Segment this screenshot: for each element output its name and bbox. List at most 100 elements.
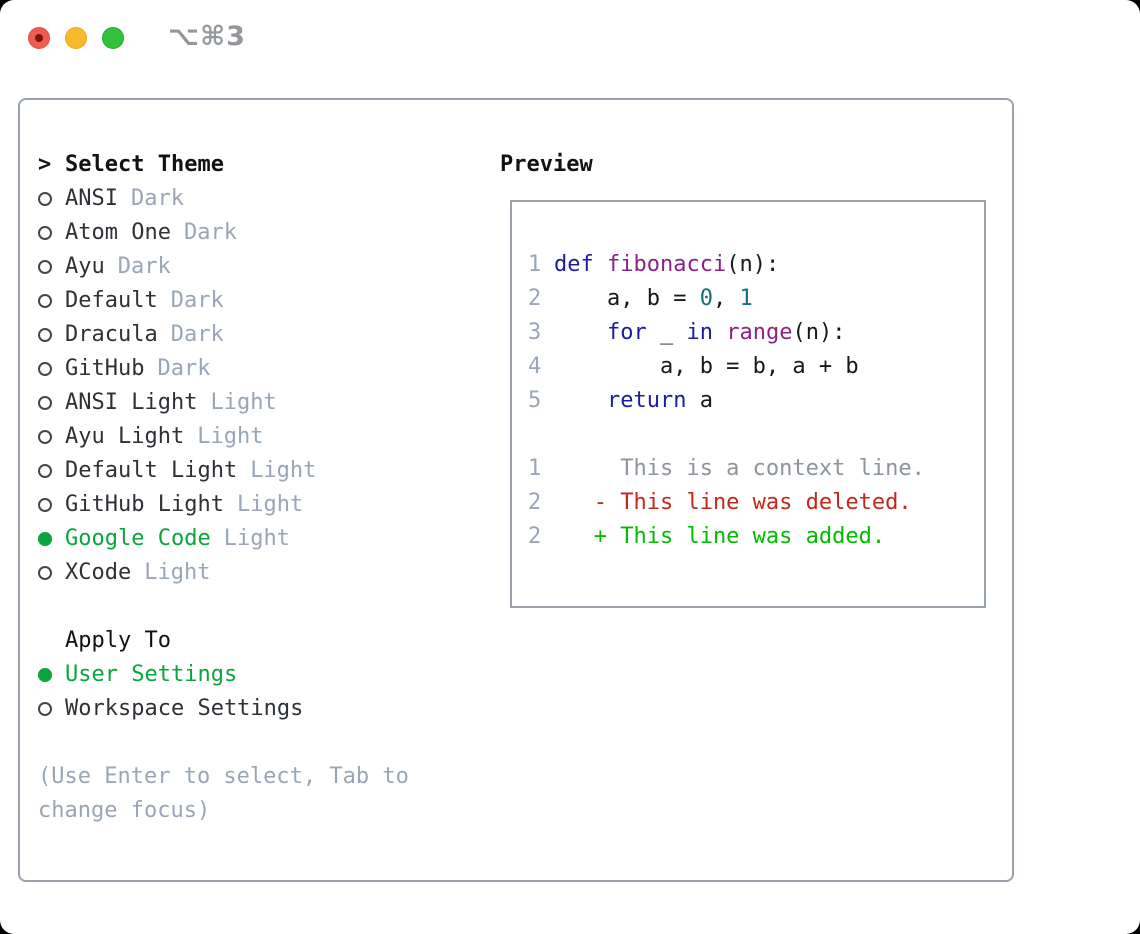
option-label: GitHub Light — [65, 492, 224, 517]
apply-to-title: Apply To — [65, 628, 171, 653]
line-number: 3 — [528, 320, 542, 345]
line-number: 2 — [528, 490, 542, 515]
option-label: Atom One — [65, 220, 171, 245]
code-token-pln — [554, 320, 607, 345]
code-token-pln: _ — [646, 320, 687, 345]
code-token-pln — [554, 388, 607, 413]
option-variant-label: Dark — [117, 254, 171, 279]
apply-option[interactable]: User Settings — [38, 658, 409, 692]
radio-unselected-icon — [38, 488, 65, 522]
radio-selected-icon — [38, 658, 65, 692]
line-number: 2 — [528, 286, 542, 311]
radio-unselected-icon — [38, 352, 65, 386]
code-token-ctx: This is a context line. — [554, 456, 925, 481]
code-token-kwd: return — [606, 388, 687, 413]
option-variant-label: Dark — [130, 186, 184, 211]
code-token-pln — [594, 252, 607, 277]
radio-unselected-icon — [38, 182, 65, 216]
code-token-pln: (n): — [792, 320, 846, 345]
window-title: ⌥⌘3 — [168, 21, 246, 52]
option-variant-label: Light — [250, 458, 317, 483]
option-label: Google Code — [65, 526, 211, 551]
option-variant-label: Light — [236, 492, 304, 517]
radio-unselected-icon — [38, 692, 65, 726]
option-variant-label: Dark — [157, 356, 211, 381]
code-token-pln: a, b = — [554, 286, 700, 311]
option-variant-label: Dark — [170, 288, 224, 313]
apply-to-indent — [38, 624, 65, 658]
line-number: 1 — [528, 252, 542, 277]
line-number: 5 — [528, 388, 542, 413]
code-line: 2 + This line was added. — [528, 520, 984, 554]
titlebar: ⌥⌘3 — [0, 0, 1140, 75]
option-label: ANSI — [65, 186, 118, 211]
option-variant-label: Light — [210, 390, 277, 415]
code-token-pln — [713, 320, 726, 345]
theme-option[interactable]: GitHub Light Light — [38, 488, 409, 522]
theme-option[interactable]: Atom One Dark — [38, 216, 409, 250]
option-label: Ayu Light — [65, 424, 185, 449]
code-token-pln: a — [686, 388, 713, 413]
focus-caret-icon: > — [38, 152, 52, 177]
option-label: GitHub — [65, 356, 145, 381]
code-token-kwd: def — [554, 252, 594, 277]
code-line: 4 a, b = b, a + b — [528, 350, 984, 384]
code-token-add: + This line was added. — [554, 524, 886, 549]
option-label: XCode — [65, 560, 132, 585]
theme-list-title: Select Theme — [65, 152, 224, 177]
spacer — [38, 590, 409, 624]
option-variant-label: Dark — [170, 322, 224, 347]
radio-unselected-icon — [38, 318, 65, 352]
theme-option[interactable]: Ayu Light Light — [38, 420, 409, 454]
option-variant-label: Light — [223, 526, 290, 551]
code-token-typ: range — [726, 320, 793, 345]
code-token-lit: 0 — [699, 286, 713, 311]
code-token-kwd: for — [606, 320, 647, 345]
radio-unselected-icon — [38, 556, 65, 590]
apply-to-header: Apply To — [38, 624, 409, 658]
close-button[interactable] — [28, 27, 50, 49]
zoom-button[interactable] — [102, 27, 124, 49]
code-line: 1 This is a context line. — [528, 452, 984, 486]
theme-list-header: > Select Theme — [38, 148, 409, 182]
radio-unselected-icon — [38, 386, 65, 420]
radio-unselected-icon — [38, 420, 65, 454]
theme-option[interactable]: Google Code Light — [38, 522, 409, 556]
minimize-button[interactable] — [65, 27, 87, 49]
theme-option[interactable]: Dracula Dark — [38, 318, 409, 352]
preview-title: Preview — [500, 152, 593, 177]
option-label: Workspace Settings — [65, 696, 304, 721]
code-token-typ: fibonacci — [607, 252, 727, 277]
option-label: User Settings — [65, 662, 238, 687]
code-line: 1 def fibonacci(n): — [528, 248, 984, 282]
option-label: Dracula — [65, 322, 158, 347]
radio-unselected-icon — [38, 250, 65, 284]
code-line: 2 - This line was deleted. — [528, 486, 984, 520]
code-token-pln: , — [712, 286, 740, 311]
code-token-pln: (n): — [726, 252, 780, 277]
theme-option[interactable]: Default Dark — [38, 284, 409, 318]
option-label: Default — [65, 288, 158, 313]
option-label: Default Light — [65, 458, 238, 483]
radio-unselected-icon — [38, 216, 65, 250]
line-number: 4 — [528, 354, 542, 379]
option-variant-label: Dark — [183, 220, 237, 245]
code-token-lit: 1 — [739, 286, 753, 311]
line-number: 1 — [528, 456, 542, 481]
help-text: (Use Enter to select, Tab to change focu… — [38, 764, 409, 823]
theme-option[interactable]: ANSI Dark — [38, 182, 409, 216]
theme-option[interactable]: GitHub Dark — [38, 352, 409, 386]
option-variant-label: Light — [197, 424, 264, 449]
line-number: 2 — [528, 524, 542, 549]
code-token-pln: a, b = b, a + b — [554, 354, 859, 379]
theme-option[interactable]: Default Light Light — [38, 454, 409, 488]
apply-option[interactable]: Workspace Settings — [38, 692, 409, 726]
